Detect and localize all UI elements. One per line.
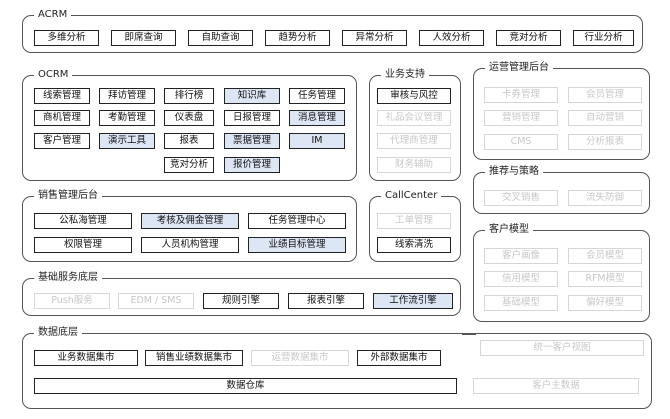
sales-staff-org-management[interactable]: 人员机构管理 (141, 237, 239, 253)
svc-report-engine[interactable]: 报表引擎 (288, 293, 364, 309)
cm-rfm-model: RFM模型 (568, 271, 642, 287)
ops-coupon-management: 卡券管理 (484, 87, 558, 103)
base-service-title: 基础服务底层 (34, 271, 102, 285)
data-layer-group: 数据底层 (22, 326, 652, 409)
customer-model-group: 客户模型 (473, 223, 650, 322)
ops-cms: CMS (484, 134, 558, 150)
ocrm-opportunity-management[interactable]: 商机管理 (34, 110, 90, 126)
acrm-self-service-query[interactable]: 自助查询 (188, 30, 253, 46)
data-layer-divider (462, 333, 476, 335)
business-support-group: 业务支持 (369, 68, 461, 181)
ocrm-competitor-analysis[interactable]: 竞对分析 (164, 157, 214, 173)
ocrm-attendance-management[interactable]: 考勤管理 (99, 110, 155, 126)
ocrm-title: OCRM (34, 68, 73, 82)
sales-public-private-pool[interactable]: 公私海管理 (34, 213, 132, 229)
unified-customer-view: 统一客户视图 (480, 340, 644, 356)
customer-model-title: 客户模型 (485, 223, 533, 237)
bs-finance-assist: 财务辅助 (377, 157, 451, 173)
sales-backend-title: 销售管理后台 (34, 189, 102, 203)
ocrm-lead-management[interactable]: 线索管理 (34, 88, 90, 104)
ops-analysis-reports: 分析报表 (568, 134, 642, 150)
acrm-adhoc-query[interactable]: 即席查询 (111, 30, 176, 46)
ops-marketing-management: 营销管理 (484, 110, 558, 126)
ocrm-group: OCRM (22, 68, 357, 181)
ops-backend-title: 运营管理后台 (485, 61, 553, 75)
callcenter-title: CallCenter (381, 189, 442, 203)
data-sales-performance-mart[interactable]: 销售业绩数据集市 (145, 350, 243, 366)
data-business-mart[interactable]: 业务数据集市 (34, 350, 138, 366)
svc-edm-sms: EDM / SMS (118, 293, 194, 309)
ocrm-invoice-management[interactable]: 票据管理 (224, 133, 280, 149)
recommend-group: 推荐与策略 (473, 165, 650, 214)
sales-assessment-commission[interactable]: 考核及佣金管理 (141, 213, 239, 229)
recommend-title: 推荐与策略 (485, 165, 543, 179)
svc-push: Push服务 (34, 293, 110, 309)
cm-member-model: 会员模型 (568, 248, 642, 264)
cc-lead-cleansing[interactable]: 线索清洗 (377, 237, 451, 253)
ocrm-task-management[interactable]: 任务管理 (289, 88, 345, 104)
acrm-group: ACRM (22, 8, 643, 53)
ops-member-management: 会员管理 (568, 87, 642, 103)
svc-workflow-engine[interactable]: 工作流引擎 (373, 293, 453, 309)
acrm-title: ACRM (34, 8, 72, 22)
cm-credit-model: 信用模型 (484, 271, 558, 287)
ocrm-reports[interactable]: 报表 (164, 133, 214, 149)
bs-gift-meeting-management: 礼品会议管理 (377, 110, 451, 126)
ops-backend-group: 运营管理后台 (473, 61, 650, 160)
ocrm-im[interactable]: IM (289, 133, 345, 149)
acrm-competitor-analysis[interactable]: 竞对分析 (496, 30, 561, 46)
acrm-industry-analysis[interactable]: 行业分析 (573, 30, 634, 46)
sales-performance-target[interactable]: 业绩目标管理 (248, 237, 346, 253)
callcenter-group: CallCenter (369, 189, 461, 262)
customer-master-data: 客户主数据 (473, 378, 639, 394)
business-support-title: 业务支持 (381, 68, 429, 82)
svc-rule-engine[interactable]: 规则引擎 (203, 293, 279, 309)
data-warehouse[interactable]: 数据仓库 (34, 378, 457, 394)
ocrm-knowledge-base[interactable]: 知识库 (224, 88, 280, 104)
sales-task-center[interactable]: 任务管理中心 (248, 213, 346, 229)
sales-permission-management[interactable]: 权限管理 (34, 237, 132, 253)
acrm-anomaly-analysis[interactable]: 异常分析 (342, 30, 407, 46)
ocrm-demo-tools[interactable]: 演示工具 (99, 133, 155, 149)
ocrm-customer-management[interactable]: 客户管理 (34, 133, 90, 149)
ocrm-visit-management[interactable]: 拜访管理 (99, 88, 155, 104)
rec-cross-sell: 交叉销售 (484, 190, 558, 206)
base-service-group: 基础服务底层 (22, 271, 461, 316)
ocrm-dashboard[interactable]: 仪表盘 (164, 110, 214, 126)
cm-preference-model: 偏好模型 (568, 295, 642, 311)
cc-ticket-management: 工单管理 (377, 213, 451, 229)
data-operations-mart: 运营数据集市 (251, 350, 349, 366)
bs-agent-management: 代理商管理 (377, 133, 451, 149)
acrm-efficiency-analysis[interactable]: 人效分析 (419, 30, 484, 46)
ocrm-message-management[interactable]: 消息管理 (289, 110, 345, 126)
cm-base-model: 基础模型 (484, 295, 558, 311)
sales-backend-group: 销售管理后台 (22, 189, 357, 262)
ocrm-quotation-management[interactable]: 报价管理 (224, 157, 280, 173)
acrm-trend-analysis[interactable]: 趋势分析 (265, 30, 330, 46)
cm-customer-profile: 客户画像 (484, 248, 558, 264)
ocrm-leaderboard[interactable]: 排行榜 (164, 88, 214, 104)
ocrm-daily-report[interactable]: 日报管理 (224, 110, 280, 126)
data-external-mart[interactable]: 外部数据集市 (357, 350, 441, 366)
ops-auto-marketing: 自动营销 (568, 110, 642, 126)
rec-churn-defense: 流失防御 (568, 190, 642, 206)
data-layer-title: 数据底层 (34, 326, 82, 340)
bs-audit-risk-control[interactable]: 审核与风控 (377, 88, 451, 104)
acrm-multidim-analysis[interactable]: 多维分析 (34, 30, 99, 46)
